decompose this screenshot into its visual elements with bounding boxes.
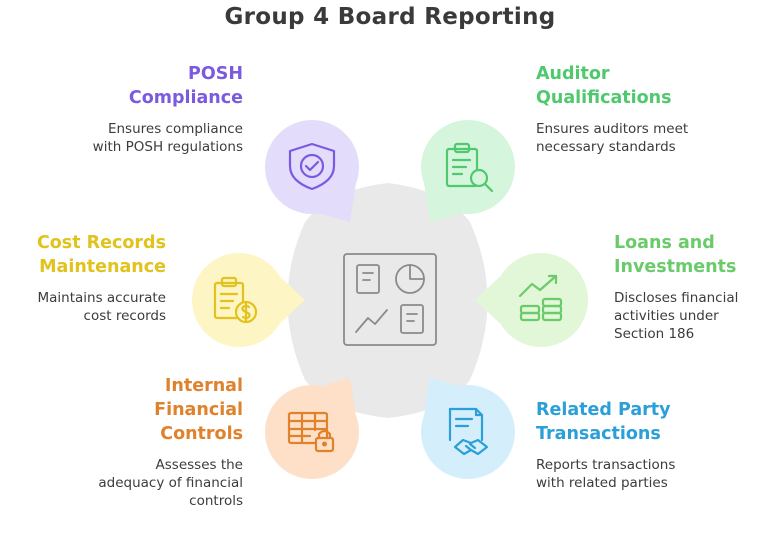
desc-related-party-transactions: Reports transactions with related partie… — [536, 457, 676, 491]
heading-posh-compliance: POSH Compliance — [128, 64, 243, 108]
petal-loans — [475, 253, 588, 347]
heading-loans-investments: Loans and Investments — [614, 233, 737, 277]
heading-auditor-qualifications: Auditor Qualifications — [536, 64, 672, 108]
clipboard-search-icon — [445, 142, 494, 193]
item-internal-financial-controls: Internal Financial Controls Assesses the… — [98, 374, 243, 510]
petal-posh — [265, 120, 359, 222]
heading-related-party-transactions: Related Party Transactions — [536, 400, 671, 444]
item-cost-records: Cost Records Maintenance Maintains accur… — [37, 231, 166, 325]
desc-cost-records: Maintains accurate cost records — [37, 290, 166, 324]
petal-cost — [192, 253, 305, 347]
coins-growth-icon — [518, 274, 563, 322]
petal-auditor — [421, 120, 515, 222]
item-posh-compliance: POSH Compliance Ensures compliance with … — [93, 62, 243, 156]
dashboard-icon — [343, 253, 437, 346]
heading-cost-records: Cost Records Maintenance — [36, 233, 166, 277]
shield-check-icon — [288, 142, 336, 191]
heading-internal-financial-controls: Internal Financial Controls — [154, 376, 243, 444]
petal-ifc — [265, 378, 359, 479]
desc-posh-compliance: Ensures compliance with POSH regulations — [92, 121, 243, 155]
item-related-party-transactions: Related Party Transactions Reports trans… — [536, 398, 675, 492]
document-handshake-icon — [448, 407, 489, 456]
desc-auditor-qualifications: Ensures auditors meet necessary standard… — [536, 121, 689, 155]
desc-internal-financial-controls: Assesses the adequacy of financial contr… — [98, 457, 243, 509]
diagram-title: Group 4 Board Reporting — [224, 4, 556, 30]
spreadsheet-lock-icon — [287, 411, 335, 453]
petal-rpt — [421, 378, 515, 479]
item-auditor-qualifications: Auditor Qualifications Ensures auditors … — [536, 62, 688, 156]
item-loans-investments: Loans and Investments Discloses financia… — [614, 231, 738, 343]
desc-loans-investments: Discloses financial activities under Sec… — [614, 290, 739, 342]
clipboard-dollar-icon — [213, 276, 258, 324]
